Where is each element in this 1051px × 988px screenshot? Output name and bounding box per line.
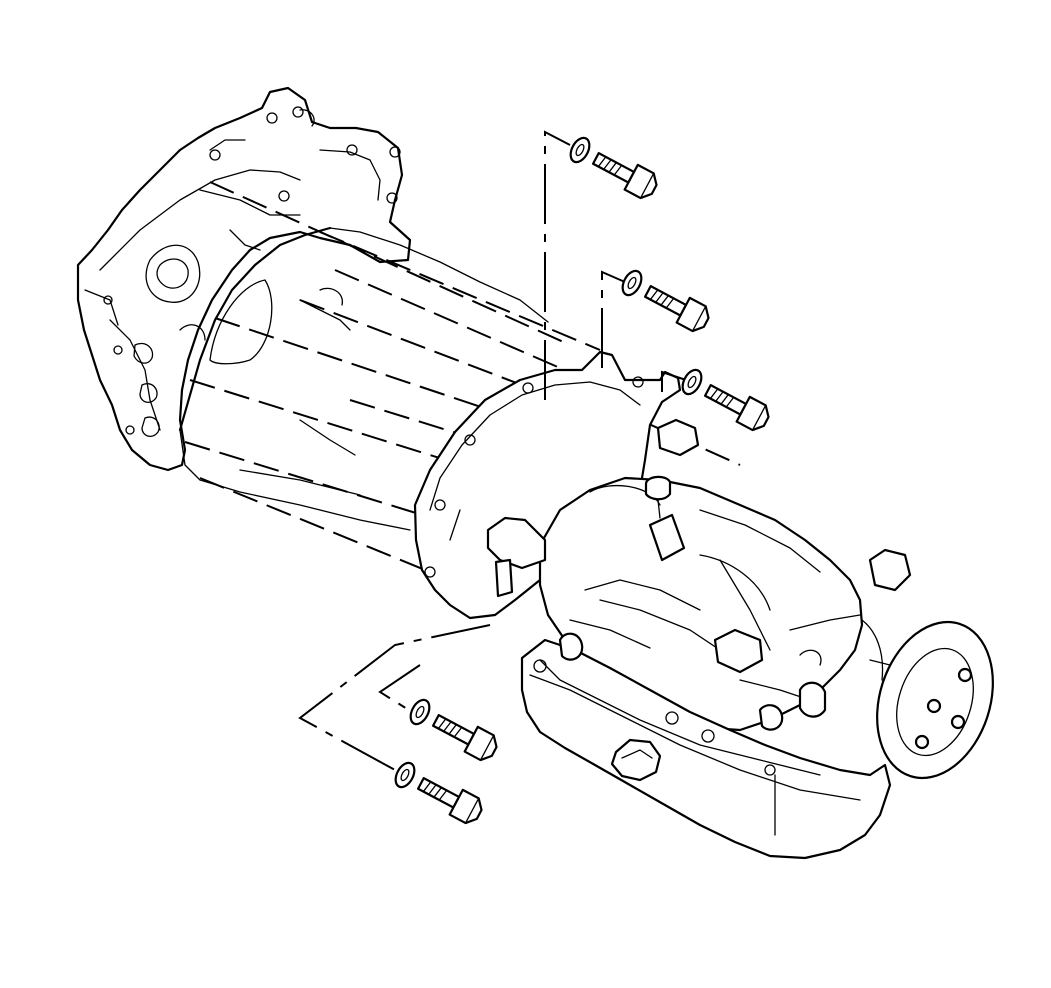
bell-housing-outline xyxy=(178,226,549,531)
bolt-4 xyxy=(409,698,498,762)
bolt-5 xyxy=(394,761,483,825)
transmission xyxy=(413,350,994,860)
identification-tag xyxy=(644,475,686,562)
bolt-2 xyxy=(621,269,710,333)
bolt-3 xyxy=(681,368,770,432)
bolt-1 xyxy=(569,136,658,200)
engine-block xyxy=(76,86,412,472)
alignment-lines xyxy=(184,181,741,573)
leader-lines xyxy=(298,130,687,771)
